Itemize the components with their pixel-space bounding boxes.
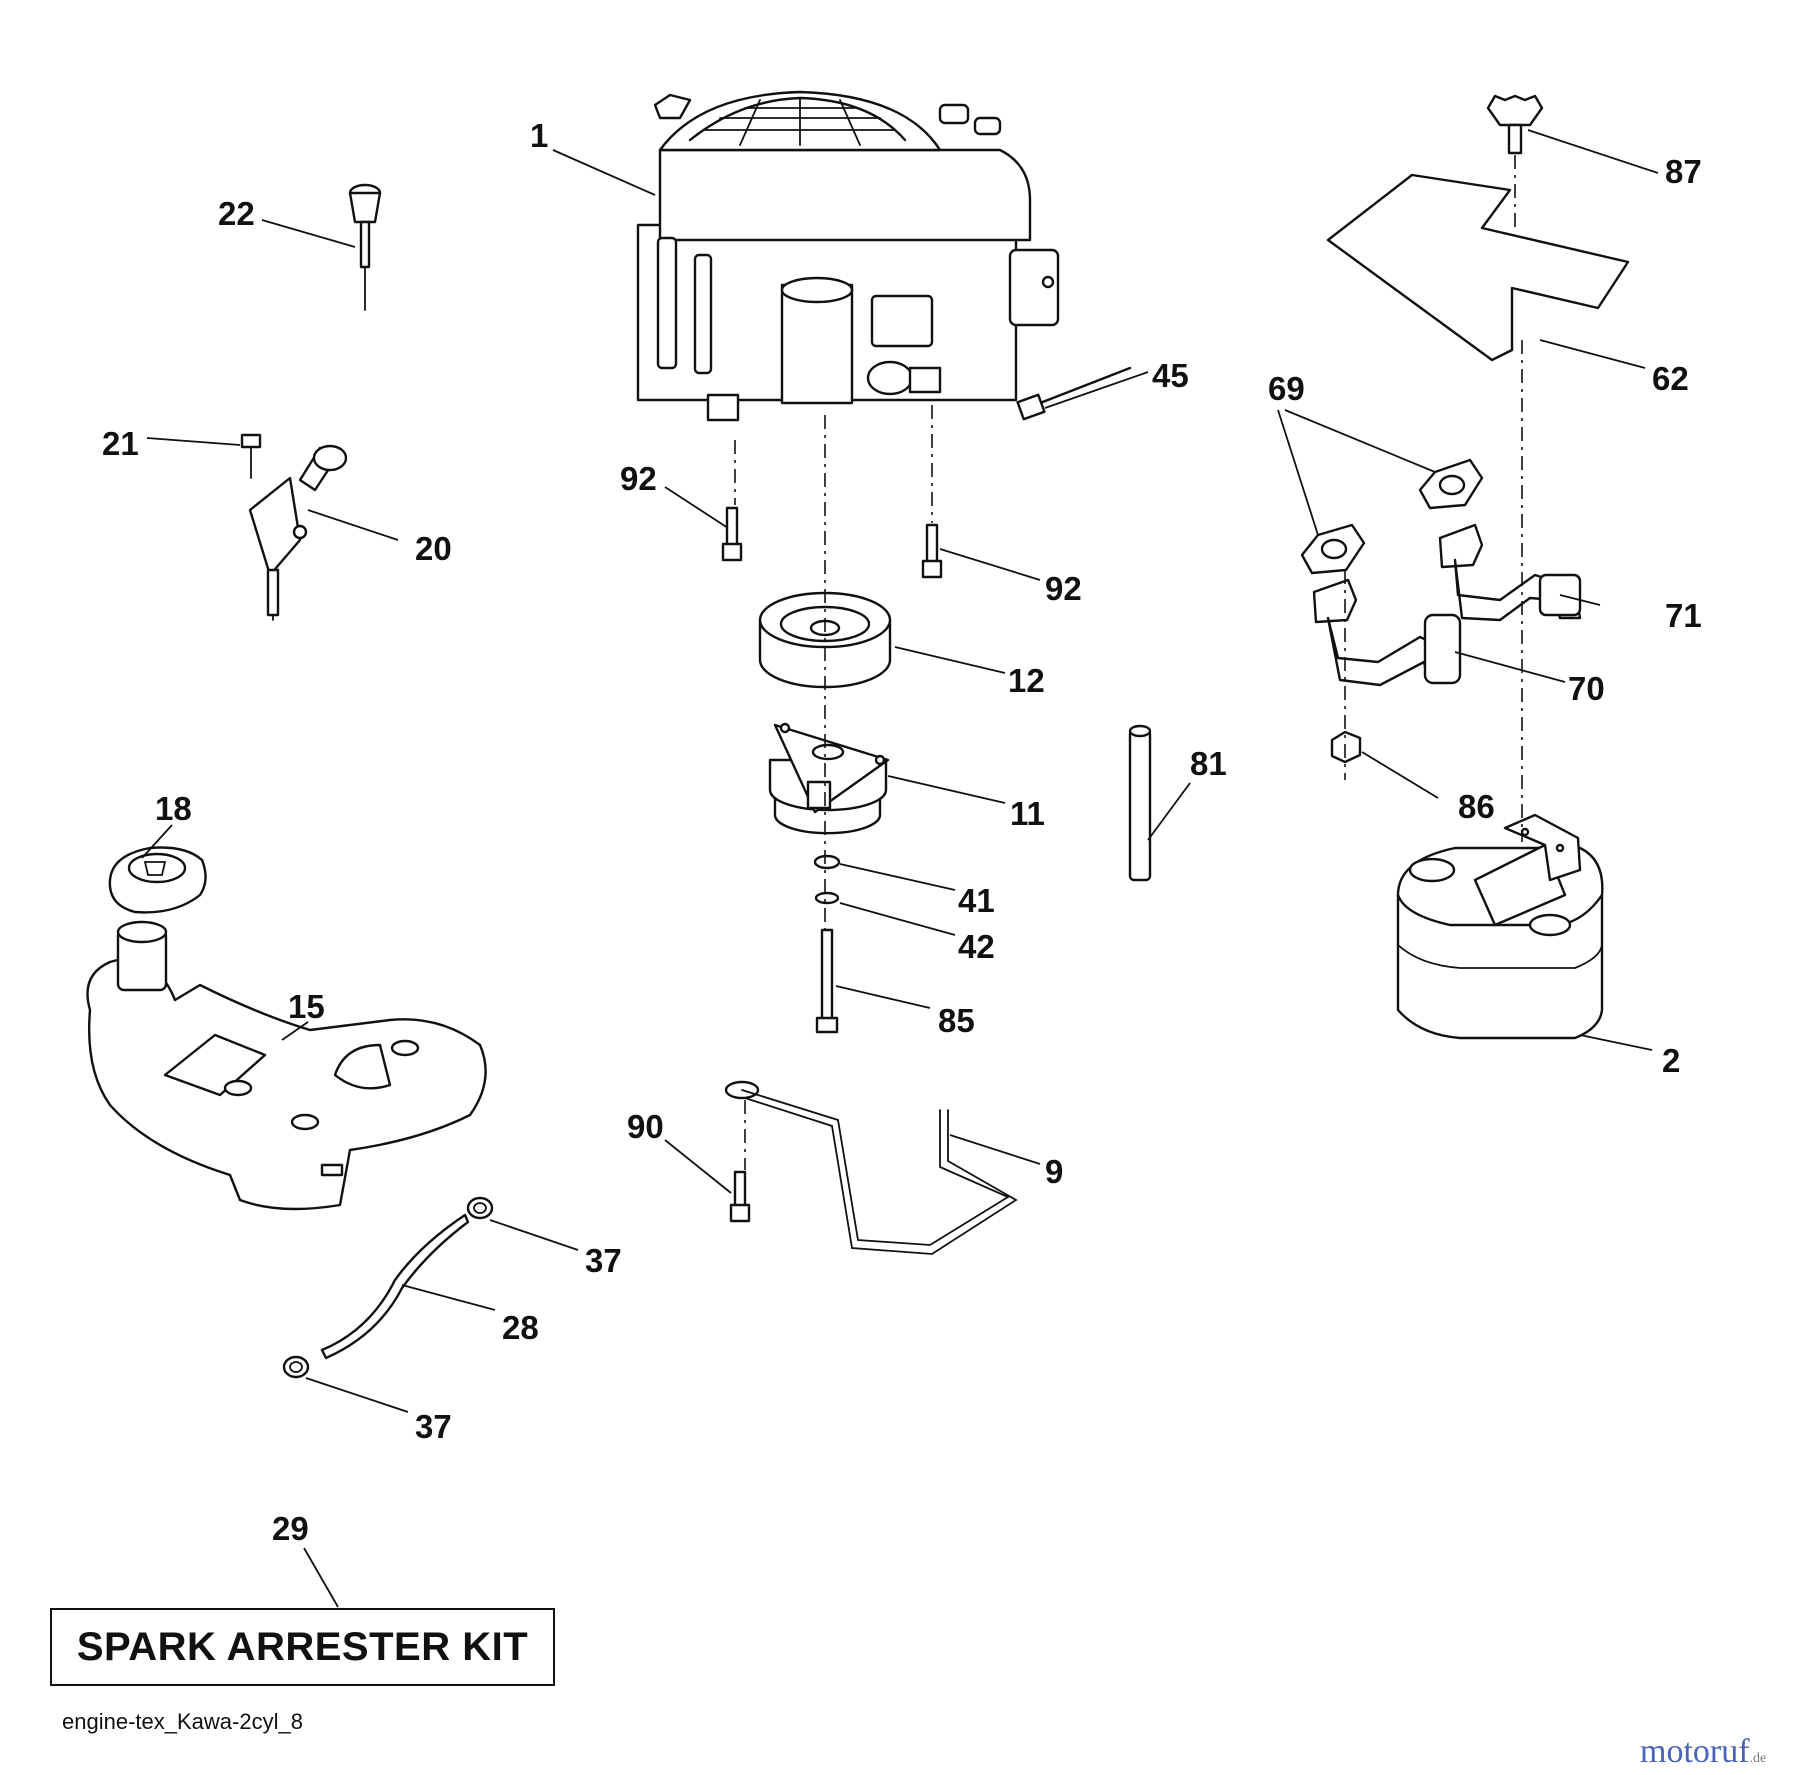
exhaust-pipe-part-70 <box>1312 578 1462 687</box>
spark-arrester-kit-label: SPARK ARRESTER KIT <box>76 1624 529 1669</box>
callout-69: 69 <box>1268 370 1305 407</box>
callout-37-bottom: 37 <box>415 1408 452 1445</box>
hose-clamp-part-37-top <box>466 1196 494 1220</box>
spark-arrester-kit-box: SPARK ARRESTER KIT <box>50 1608 555 1686</box>
pin-part-81 <box>1128 724 1152 882</box>
callout-81: 81 <box>1190 745 1227 782</box>
throttle-control-part-20 <box>248 444 348 621</box>
nut-part-86 <box>1330 730 1362 764</box>
callout-20: 20 <box>415 530 452 567</box>
callout-90: 90 <box>627 1108 664 1145</box>
fuel-cap-part-18 <box>108 846 207 914</box>
callout-62: 62 <box>1652 360 1689 397</box>
callout-21: 21 <box>102 425 139 462</box>
bolt-part-45 <box>1016 366 1132 421</box>
washer-part-41 <box>813 854 841 870</box>
callout-11: 11 <box>1010 795 1045 832</box>
bolt-part-85 <box>815 928 839 1034</box>
knob-part-87 <box>1486 94 1544 155</box>
hose-clamp-part-37-bottom <box>282 1355 310 1379</box>
callout-45: 45 <box>1152 357 1189 394</box>
callout-12: 12 <box>1008 662 1045 699</box>
choke-knob-part-22 <box>348 183 382 311</box>
callout-2: 2 <box>1662 1042 1680 1079</box>
heat-shield-part-62 <box>1326 173 1630 362</box>
callout-42: 42 <box>958 928 995 965</box>
watermark-suffix: .de <box>1749 1751 1767 1766</box>
lock-washer-part-42 <box>814 891 840 905</box>
fuel-line-part-28 <box>320 1213 470 1360</box>
callout-41: 41 <box>958 882 995 919</box>
engine-part-1 <box>636 90 1060 422</box>
callout-1: 1 <box>530 117 548 154</box>
screw-part-21 <box>240 433 262 479</box>
gasket-part-69-lower <box>1300 523 1366 575</box>
callout-29: 29 <box>272 1510 309 1547</box>
callout-92-left: 92 <box>620 460 657 497</box>
callout-71: 71 <box>1665 597 1702 634</box>
watermark-logo: motoruf.de <box>1640 1733 1766 1771</box>
exhaust-pipe-part-71 <box>1438 523 1582 622</box>
callout-87: 87 <box>1665 153 1702 190</box>
callout-28: 28 <box>502 1309 539 1346</box>
muffler-part-2 <box>1396 813 1604 1040</box>
watermark-text: motoruf <box>1640 1733 1750 1770</box>
alignment-lines <box>734 155 1523 1170</box>
callout-70: 70 <box>1568 670 1605 707</box>
drawing-code: engine-tex_Kawa-2cyl_8 <box>62 1709 303 1734</box>
callout-leaders <box>141 129 1659 1608</box>
bolt-part-90 <box>729 1170 751 1223</box>
bolt-part-92-right <box>921 523 943 579</box>
bolt-part-92-left <box>721 506 743 562</box>
clutch-part-11 <box>768 722 890 835</box>
callout-18: 18 <box>155 790 192 827</box>
callout-85: 85 <box>938 1002 975 1039</box>
fuel-tank-part-15 <box>86 920 487 1211</box>
callout-22: 22 <box>218 195 255 232</box>
callout-92-right: 92 <box>1045 570 1082 607</box>
gasket-part-69-upper <box>1418 458 1484 510</box>
callout-15: 15 <box>288 988 325 1025</box>
rod-part-9 <box>724 1080 1018 1255</box>
callout-37-top: 37 <box>585 1242 622 1279</box>
callout-9: 9 <box>1045 1153 1063 1190</box>
callout-numbers: 1 22 21 20 92 92 12 11 41 42 85 9 90 18 … <box>102 117 1702 1547</box>
callout-86: 86 <box>1458 788 1495 825</box>
